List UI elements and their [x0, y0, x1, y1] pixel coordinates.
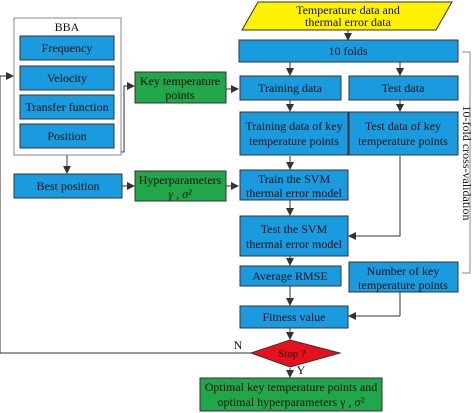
- test-key-line1: Test data of key: [365, 119, 441, 133]
- cv-label: 10-fold cross-validation: [460, 106, 474, 221]
- train-svm-line2: thermal error model: [246, 186, 343, 200]
- bba-item-transfer-function-label: Transfer function: [25, 100, 108, 114]
- average-rmse-label: Average RMSE: [252, 269, 327, 283]
- cv-bracket: [462, 51, 471, 274]
- average-rmse-box: Average RMSE: [239, 265, 342, 287]
- ten-folds-box: 10 folds: [238, 39, 459, 63]
- test-svm-line1: Test the SVM: [261, 222, 328, 236]
- output-box: Optimal key temperature points and optim…: [199, 377, 383, 412]
- test-svm-box: Test the SVM thermal error model: [239, 215, 349, 257]
- output-line1: Optimal key temperature points and: [205, 380, 378, 394]
- training-key-line1: Training data of key: [245, 119, 342, 133]
- bba-item-position-label: Position: [47, 129, 86, 143]
- test-data-label: Test data: [382, 81, 425, 95]
- test-svm-line2: thermal error model: [246, 237, 343, 251]
- bba-item-frequency: Frequency: [19, 35, 115, 61]
- ten-folds-label: 10 folds: [329, 44, 368, 58]
- key-temperature-points-line1: Key temperature: [140, 74, 220, 88]
- train-svm-line1: Train the SVM: [258, 172, 331, 186]
- training-data-box: Training data: [239, 75, 342, 101]
- bba-item-position: Position: [19, 123, 115, 149]
- number-key-points-line1: Number of key: [367, 264, 440, 278]
- bba-item-frequency-label: Frequency: [42, 41, 93, 55]
- label-no: N: [234, 338, 243, 352]
- fitness-value-label: Fitness value: [263, 310, 326, 324]
- best-position-box: Best position: [13, 173, 123, 199]
- input-data-box: Temperature data and thermal error data: [241, 1, 453, 31]
- loop-stop-to-bba: [0, 72, 251, 354]
- input-data-line2: thermal error data: [305, 15, 392, 29]
- bba-item-transfer-function: Transfer function: [19, 94, 115, 120]
- best-position-label: Best position: [36, 179, 99, 193]
- label-yes: Y: [297, 363, 306, 377]
- key-temperature-points-box: Key temperature points: [134, 71, 227, 104]
- hyperparameters-line1: Hyperparameters: [139, 173, 222, 187]
- training-key-box: Training data of key temperature points: [239, 111, 349, 156]
- training-key-line2: temperature points: [249, 134, 339, 148]
- hyperparameters-box: Hyperparameters γ , σ²: [134, 170, 227, 202]
- bba-item-velocity-label: Velocity: [47, 71, 87, 85]
- output-line2: optimal hyperparameters γ , σ²: [218, 395, 365, 409]
- number-key-points-line2: temperature points: [358, 278, 448, 292]
- stop-decision: Stop ?: [249, 339, 342, 368]
- number-key-points-box: Number of key temperature points: [348, 261, 459, 293]
- stop-label: Stop ?: [278, 348, 306, 360]
- arrow-testkey-to-test-svm: [348, 156, 401, 240]
- input-data-line1: Temperature data and: [296, 3, 400, 17]
- fitness-value-box: Fitness value: [239, 305, 349, 329]
- key-temperature-points-line2: points: [165, 88, 195, 102]
- training-data-label: Training data: [258, 81, 323, 95]
- hyperparameters-line2: γ , σ²: [168, 187, 192, 201]
- bba-title: BBA: [55, 20, 80, 34]
- bba-item-velocity: Velocity: [19, 65, 115, 91]
- test-key-line2: temperature points: [358, 134, 448, 148]
- test-key-box: Test data of key temperature points: [348, 111, 459, 156]
- train-svm-box: Train the SVM thermal error model: [239, 169, 349, 201]
- test-data-box: Test data: [348, 75, 459, 101]
